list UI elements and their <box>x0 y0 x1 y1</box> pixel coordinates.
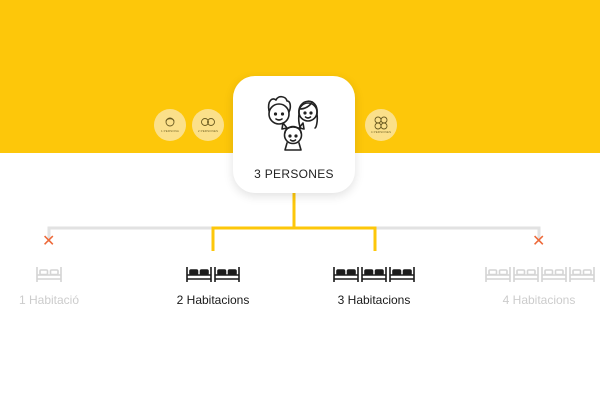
badge-text: 2 PERSONES <box>197 129 219 133</box>
badge-text: 1 PERSONA <box>160 129 180 133</box>
bed-icon <box>485 267 511 282</box>
beds-option-3 <box>333 267 415 282</box>
cross-icon-option-1: ✕ <box>42 233 56 250</box>
beds-option-2 <box>186 267 240 282</box>
persons-label: 3 PERSONES <box>254 167 334 181</box>
bed-icon <box>569 267 595 282</box>
bed-icon <box>333 267 359 282</box>
one-person-icon <box>165 117 175 127</box>
family-icon <box>267 95 319 151</box>
one-person-badge: 1 PERSONA <box>154 109 186 141</box>
cross-icon-option-4: ✕ <box>532 233 546 250</box>
option-label-1: 1 Habitació <box>18 293 80 307</box>
bed-icon <box>389 267 415 282</box>
option-label-2: 2 Habitacions <box>176 293 250 307</box>
bed-icon <box>361 267 387 282</box>
option-label-3: 3 Habitacions <box>337 293 411 307</box>
bed-icon <box>186 267 212 282</box>
badge-text: 4 PERSONES <box>370 130 392 134</box>
bed-icon <box>541 267 567 282</box>
two-persons-icon <box>201 118 215 126</box>
bed-icon <box>214 267 240 282</box>
four-persons-badge: 4 PERSONES <box>365 109 397 141</box>
beds-option-1 <box>36 267 62 282</box>
beds-option-4 <box>485 267 595 282</box>
two-persons-badge: 2 PERSONES <box>192 109 224 141</box>
bed-icon <box>36 267 62 282</box>
four-persons-icon <box>374 116 388 130</box>
connector-line-right <box>375 226 541 242</box>
bed-icon <box>513 267 539 282</box>
option-label-4: 4 Habitacions <box>502 293 576 307</box>
connector-line-left <box>47 226 213 242</box>
connector-line-middle <box>211 226 377 251</box>
persons-card: 3 PERSONES <box>233 76 355 193</box>
